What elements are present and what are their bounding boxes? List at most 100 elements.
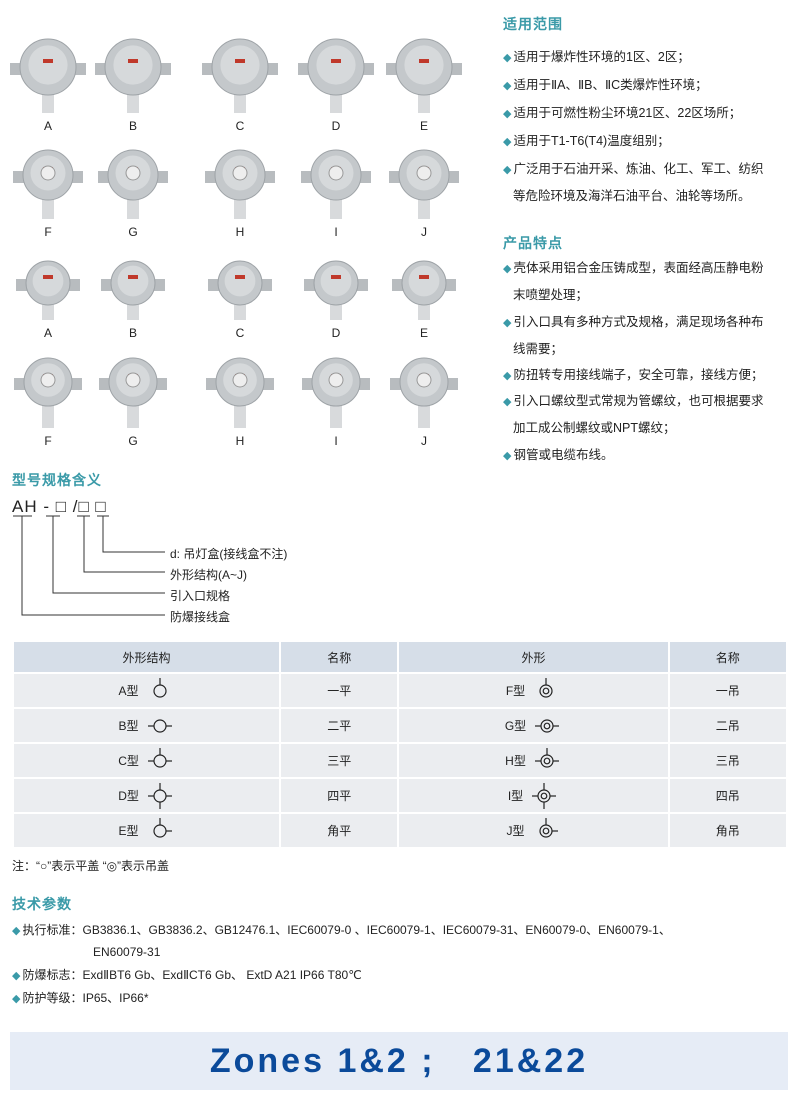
flat-cover-shape-icon: [152, 677, 167, 698]
product-photo: C: [195, 25, 285, 133]
photo-label: E: [419, 326, 428, 340]
product-photo: B: [88, 25, 178, 133]
junction-box-image: [13, 149, 83, 219]
photo-label: F: [44, 434, 52, 448]
table-row: C型 三平 H型 三吊: [11, 742, 789, 779]
photo-label: A: [43, 119, 52, 133]
junction-box-image: [101, 260, 165, 320]
tech-standard-cont: EN60079-31: [93, 945, 161, 959]
shape-cell: J型: [397, 812, 670, 849]
photo-label: I: [334, 434, 338, 448]
shape-cell: G型: [397, 707, 670, 744]
junction-box-image: [205, 149, 275, 219]
product-photo: F: [3, 340, 93, 448]
scope-item: ◆适用于爆炸性环境的1区、2区；: [503, 50, 690, 64]
shape-type: I型: [507, 789, 524, 803]
junction-box-image: [302, 357, 370, 428]
feature-item-cont: 加工成公制螺纹或NPT螺纹；: [513, 421, 676, 435]
junction-box-image: [390, 357, 458, 428]
flat-cover-shape-icon: [147, 747, 172, 768]
junction-box-image: [10, 38, 86, 113]
photo-label: B: [128, 326, 137, 340]
shape-cell: A型: [11, 672, 282, 709]
junction-box-image: [99, 357, 167, 428]
model-legend-box: 防爆接线盒: [170, 610, 231, 624]
feature-item-cont: 末喷塑处理；: [513, 288, 589, 302]
product-photo: I: [291, 135, 381, 239]
product-photo: D: [291, 250, 381, 350]
name-cell: 三吊: [667, 742, 789, 779]
table-row: E型 角平 J型 角吊: [11, 812, 789, 849]
shape-type: E型: [118, 824, 139, 838]
junction-box-image: [301, 149, 371, 219]
photo-label: D: [331, 326, 341, 340]
photo-label: C: [235, 326, 245, 340]
feature-item: ◆钢管或电缆布线。: [503, 448, 614, 462]
product-photo: E: [379, 25, 469, 133]
pendant-cover-shape-icon: [539, 677, 553, 698]
product-photo: H: [195, 135, 285, 239]
product-photo: I: [291, 340, 381, 448]
product-photo: A: [3, 25, 93, 133]
name-cell: 四平: [279, 777, 400, 814]
name-cell: 角平: [279, 812, 400, 849]
photo-label: F: [44, 225, 52, 239]
scope-item: ◆广泛用于石油开采、炼油、化工、军工、纺织: [503, 162, 764, 176]
product-photo: D: [291, 25, 381, 133]
photo-label: C: [235, 119, 245, 133]
name-cell: 二吊: [667, 707, 789, 744]
junction-box-image: [392, 260, 456, 320]
pendant-cover-shape-icon: [538, 817, 558, 838]
table-row: A型 一平 F型 一吊: [11, 672, 789, 709]
model-legend-entry: 引入口规格: [170, 589, 231, 603]
junction-box-image: [208, 260, 272, 320]
shape-type: F型: [505, 684, 526, 698]
shape-cell: E型: [11, 812, 282, 849]
pendant-cover-shape-icon: [534, 747, 559, 768]
feature-item: ◆引入口螺纹型式常规为管螺纹，也可根据要求: [503, 394, 764, 408]
table-header: 名称: [667, 640, 789, 674]
model-legend-shape: 外形结构(A~J): [170, 568, 248, 582]
photo-label: H: [235, 225, 245, 239]
photo-label: A: [43, 326, 52, 340]
product-photo: C: [195, 250, 285, 350]
junction-box-image: [16, 260, 80, 320]
shape-cell: F型: [397, 672, 670, 709]
table-header: 外形: [397, 640, 670, 674]
feature-item: ◆壳体采用铝合金压铸成型，表面经高压静电粉: [503, 261, 764, 275]
photo-label: I: [334, 225, 338, 239]
pendant-cover-shape-icon: [532, 782, 557, 809]
scope-title: 适用范围: [503, 16, 563, 32]
product-photo: H: [195, 340, 285, 448]
product-photo: F: [3, 135, 93, 239]
shape-cell: I型: [397, 777, 670, 814]
product-photo: J: [379, 340, 469, 448]
zones-text: Zones 1&2 ; 21&22: [209, 1041, 589, 1080]
shape-type: C型: [118, 754, 139, 768]
tech-protection: ◆防护等级：IP65、IP66*: [12, 991, 149, 1005]
model-title: 型号规格含义: [12, 472, 102, 488]
product-photo: A: [3, 250, 93, 350]
junction-box-image: [202, 38, 278, 113]
shape-type: B型: [118, 719, 139, 733]
photo-label: G: [128, 225, 138, 239]
junction-box-image: [304, 260, 368, 320]
junction-box-image: [206, 357, 274, 428]
name-cell: 一平: [279, 672, 400, 709]
flat-cover-shape-icon: [147, 782, 172, 809]
name-cell: 三平: [279, 742, 400, 779]
photo-label: D: [331, 119, 341, 133]
table-header: 名称: [279, 640, 400, 674]
scope-item-cont: 等危险环境及海洋石油平台、油轮等场所。: [513, 189, 751, 203]
model-code: AH - □ /□ □: [12, 497, 107, 516]
photo-label: E: [419, 119, 428, 133]
name-cell: 角吊: [667, 812, 789, 849]
junction-box-image: [98, 149, 168, 219]
shape-cell: D型: [11, 777, 282, 814]
shape-type: A型: [118, 684, 139, 698]
junction-box-image: [298, 38, 374, 113]
shape-type: G型: [504, 719, 527, 733]
product-photo: E: [379, 250, 469, 350]
photo-label: G: [128, 434, 138, 448]
table-row: D型 四平 I型 四吊: [11, 777, 789, 814]
